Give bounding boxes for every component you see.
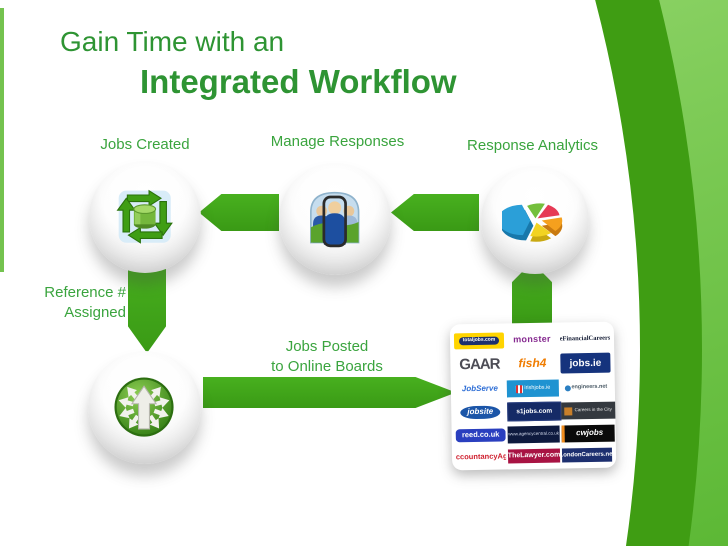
logo-gaar-text: GAAR	[459, 355, 500, 374]
logo-jobsie: jobs.ie	[560, 352, 611, 374]
logo-accountancyage: AccountancyAge	[456, 449, 506, 464]
logo-careers-city: Careers in the City	[561, 401, 616, 420]
label-jobs-created: Jobs Created	[100, 136, 190, 153]
posted-line-1: Jobs Posted	[285, 338, 369, 355]
logo-jobserve: JobServe	[455, 380, 505, 398]
engineers-dot-icon	[564, 384, 571, 391]
logo-totaljobs: totaljobs.com	[453, 332, 505, 350]
logo-s1jobs: s1jobs.com	[507, 401, 562, 422]
job-boards-panel: totaljobs.com monster eFinancialCareers …	[449, 321, 617, 474]
logo-fish4: fish4	[506, 354, 558, 375]
arrow-posted-to-boards	[203, 377, 456, 408]
label-manage-responses: Manage Responses	[270, 133, 405, 150]
logo-engineers: engineers.net	[561, 379, 611, 397]
logo-thelawyer: TheLawyer.com	[507, 448, 561, 464]
logo-totaljobs-text: totaljobs.com	[458, 336, 500, 346]
logo-agencycentral: www.agencycentral.co.uk	[507, 425, 560, 444]
logo-monster: monster	[506, 332, 558, 349]
people-group-phone-icon	[310, 192, 360, 248]
logo-careers-city-text: Careers in the City	[574, 406, 612, 413]
logo-jobsite: jobsite	[455, 403, 505, 421]
posted-line-2: to Online Boards	[271, 357, 383, 375]
sync-database-icon	[116, 189, 174, 245]
logo-irishjobs-text: irishjobs.ie	[524, 385, 551, 392]
logo-cwjobs: cwjobs	[561, 424, 615, 443]
logo-jobserve-text: JobServe	[461, 383, 498, 394]
irishjobs-flag-icon	[515, 384, 523, 393]
logo-efinancialcareers-text: eFinancialCareers	[559, 335, 611, 343]
broadcast-arrows-icon	[114, 377, 175, 438]
logo-efinancialcareers: eFinancialCareers	[560, 331, 610, 348]
page-title: Gain Time with an Integrated Workflow	[60, 26, 457, 101]
title-line-1: Gain Time with an	[60, 26, 285, 57]
logo-agencycentral-text: www.agencycentral.co.uk	[508, 430, 560, 437]
logo-jobsie-text: jobs.ie	[569, 357, 602, 369]
sphere-jobs-posted	[88, 351, 201, 464]
logo-jobsite-text: jobsite	[460, 405, 501, 420]
job-boards-grid: totaljobs.com monster eFinancialCareers …	[450, 322, 617, 474]
logo-monster-text: monster	[513, 333, 551, 345]
sphere-response-analytics	[481, 166, 589, 274]
sphere-jobs-created	[89, 161, 201, 273]
logo-s1jobs-text: s1jobs.com	[516, 407, 553, 416]
reference-line-2: Assigned	[64, 304, 126, 322]
logo-londoncareers-text: LondonCareers.net	[561, 451, 613, 459]
logo-gaar: GAAR	[454, 354, 504, 375]
pie-chart-3d-icon	[501, 202, 562, 242]
logo-thelawyer-text: TheLawyer.com	[507, 451, 561, 460]
label-jobs-posted: Jobs Posted to Online Boards	[227, 337, 427, 376]
left-edge-accent	[0, 8, 4, 272]
label-reference-assigned: Reference # Assigned	[8, 283, 126, 324]
reference-line-1: Reference #	[44, 284, 126, 301]
logo-reed-text: reed.co.uk	[455, 428, 506, 442]
sphere-manage-responses	[279, 163, 391, 275]
title-line-2: Integrated Workflow	[140, 63, 457, 100]
label-response-analytics: Response Analytics	[467, 137, 598, 154]
logo-cwjobs-text: cwjobs	[576, 427, 604, 438]
logo-irishjobs: irishjobs.ie	[506, 379, 560, 398]
logo-reed: reed.co.uk	[455, 426, 506, 444]
logo-londoncareers: LondonCareers.net	[561, 447, 613, 463]
logo-engineers-text: engineers.net	[571, 384, 608, 391]
logo-fish4-text: fish4	[518, 356, 547, 371]
logo-accountancyage-text: AccountancyAge	[455, 451, 507, 462]
careers-city-square-icon	[564, 406, 573, 415]
